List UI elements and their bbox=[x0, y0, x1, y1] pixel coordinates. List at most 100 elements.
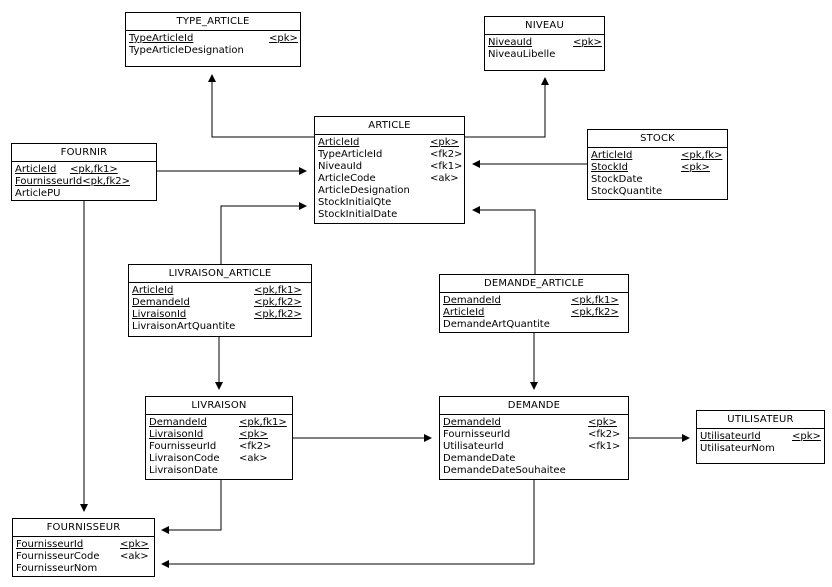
attribute-row: NiveauLibelle bbox=[488, 49, 601, 61]
attribute-name: FournisseurCode bbox=[16, 551, 100, 562]
attribute-name: LivraisonDate bbox=[149, 465, 218, 476]
attribute-name: NiveauLibelle bbox=[488, 49, 556, 60]
attribute-row: DemandeId<pk,fk1> bbox=[149, 417, 289, 429]
attribute-name: DemandeId bbox=[132, 297, 190, 308]
attribute-list: TypeArticleId <pk> TypeArticleDesignation bbox=[126, 31, 300, 59]
attribute-name: FournisseurId bbox=[149, 441, 217, 452]
attribute-row: ArticleId <pk,fk1> bbox=[132, 285, 308, 297]
attribute-name: ArticleId bbox=[443, 307, 485, 318]
entity-niveau[interactable]: NIVEAU NiveauId <pk> NiveauLibelle bbox=[484, 16, 605, 71]
attribute-list: DemandeId<pk,fk1>LivraisonId<pk>Fourniss… bbox=[146, 415, 292, 479]
attribute-name: DemandeDateSouhaitee bbox=[443, 465, 566, 476]
attribute-name: FournisseurId bbox=[443, 429, 511, 440]
attribute-row: FournisseurId<fk2> bbox=[149, 441, 289, 453]
attribute-key: <pk,fk1> bbox=[254, 285, 302, 296]
attribute-name: StockDate bbox=[591, 174, 643, 185]
attribute-name: FournisseurId bbox=[15, 176, 83, 187]
attribute-row: NiveauId<fk1> bbox=[318, 161, 463, 173]
attribute-key: <ak> bbox=[239, 453, 268, 464]
attribute-name: DemandeId bbox=[149, 417, 207, 428]
attribute-row: DemandeId<pk> bbox=[443, 417, 625, 429]
attribute-row: ArticleId<pk,fk1> bbox=[15, 164, 153, 176]
attribute-name: TypeArticleDesignation bbox=[129, 45, 244, 56]
attribute-row: DemandeDate bbox=[443, 453, 625, 465]
attribute-key: <pk> bbox=[269, 33, 298, 44]
attribute-list: DemandeId<pk,fk1>ArticleId<pk,fk2>Demand… bbox=[440, 293, 628, 333]
attribute-name: StockId bbox=[591, 162, 628, 173]
attribute-name: ArticleId bbox=[132, 285, 174, 296]
entity-title: DEMANDE bbox=[440, 397, 628, 415]
attribute-name: UtilisateurNom bbox=[700, 443, 775, 454]
attribute-row: ArticlePU bbox=[15, 188, 153, 200]
attribute-name: ArticleCode bbox=[318, 173, 376, 184]
attribute-row: DemandeId <pk,fk2> bbox=[132, 297, 308, 309]
attribute-row: DemandeArtQuantite bbox=[443, 319, 625, 331]
attribute-key: <pk> bbox=[430, 137, 459, 148]
attribute-key: <pk,fk2> bbox=[254, 297, 302, 308]
attribute-name: LivraisonCode bbox=[149, 453, 220, 464]
line-demande-fournisseur bbox=[161, 480, 535, 568]
attribute-name: StockInitialQte bbox=[318, 197, 392, 208]
entity-title: DEMANDE_ARTICLE bbox=[440, 275, 628, 293]
attribute-name: StockInitialDate bbox=[318, 209, 398, 220]
attribute-key: <fk1> bbox=[588, 441, 621, 452]
entity-title: STOCK bbox=[588, 130, 727, 148]
line-livraison-fournisseur bbox=[161, 480, 222, 534]
attribute-row: FournisseurId <pk> bbox=[16, 539, 151, 551]
entity-title: ARTICLE bbox=[315, 117, 464, 135]
entity-demande[interactable]: DEMANDE DemandeId<pk>FournisseurId <fk2> Ut… bbox=[439, 396, 629, 480]
attribute-row: LivraisonId<pk,fk2> bbox=[132, 309, 308, 321]
attribute-row: FournisseurId <fk2> bbox=[443, 429, 625, 441]
attribute-list: ArticleId<pk>TypeArticleId<fk2>NiveauId<… bbox=[315, 135, 464, 223]
entity-title: NIVEAU bbox=[485, 17, 604, 35]
attribute-list: FournisseurId<pk>FournisseurCode<ak>Four… bbox=[13, 537, 154, 577]
attribute-row: LivraisonCode <ak> bbox=[149, 453, 289, 465]
attribute-name: DemandeArtQuantite bbox=[443, 319, 550, 330]
attribute-key: <pk> bbox=[120, 539, 149, 550]
attribute-row: LivraisonArtQuantite bbox=[132, 321, 308, 333]
attribute-list: ArticleId<pk,fk1>FournisseurId<pk,fk2>Ar… bbox=[12, 162, 156, 202]
attribute-name: UtilisateurId bbox=[443, 441, 504, 452]
attribute-key: <pk,fk1> bbox=[571, 295, 619, 306]
attribute-name: LivraisonArtQuantite bbox=[132, 321, 236, 332]
attribute-row: DemandeDateSouhaitee bbox=[443, 465, 625, 477]
attribute-key: <pk,fk> bbox=[681, 150, 723, 161]
attribute-key: <fk1> bbox=[430, 161, 463, 172]
attribute-name: FournisseurId bbox=[16, 539, 84, 550]
attribute-list: NiveauId <pk> NiveauLibelle bbox=[485, 35, 604, 63]
attribute-name: NiveauId bbox=[488, 37, 533, 48]
attribute-row: TypeArticleId<fk2> bbox=[318, 149, 463, 161]
line-livraison-article-article bbox=[220, 202, 307, 264]
attribute-row: ArticleDesignation bbox=[318, 185, 461, 197]
attribute-name: ArticleId bbox=[591, 150, 633, 161]
attribute-name: FournisseurNom bbox=[16, 563, 98, 574]
attribute-name: TypeArticleId bbox=[129, 33, 194, 44]
attribute-key: <fk2> bbox=[430, 149, 463, 160]
attribute-row: StockInitialDate bbox=[318, 209, 461, 221]
attribute-row: ArticleCode<ak> bbox=[318, 173, 461, 185]
attribute-row: FournisseurId<pk,fk2> bbox=[15, 176, 153, 188]
attribute-key: <pk> bbox=[573, 37, 602, 48]
entity-fournisseur[interactable]: FOURNISSEUR FournisseurId <pk> FournisseurC… bbox=[12, 518, 155, 577]
attribute-name: StockQuantite bbox=[591, 186, 663, 197]
attribute-row: UtilisateurId<pk> bbox=[700, 431, 821, 443]
entity-title: FOURNISSEUR bbox=[13, 519, 154, 537]
attribute-row: StockInitialQte bbox=[318, 197, 461, 209]
attribute-row: TypeArticleId <pk> bbox=[129, 33, 298, 45]
attribute-name: DemandeDate bbox=[443, 453, 516, 464]
attribute-row: ArticleId<pk,fk2> bbox=[443, 307, 625, 319]
attribute-name: LivraisonId bbox=[149, 429, 204, 440]
line-demande-article-article bbox=[472, 206, 536, 274]
attribute-name: ArticleDesignation bbox=[318, 185, 410, 196]
attribute-list: ArticleId<pk,fk1>DemandeId<pk,fk2>Livrai… bbox=[129, 283, 311, 335]
attribute-row: ArticleId<pk> bbox=[318, 137, 461, 149]
attribute-key: <fk2> bbox=[588, 429, 621, 440]
